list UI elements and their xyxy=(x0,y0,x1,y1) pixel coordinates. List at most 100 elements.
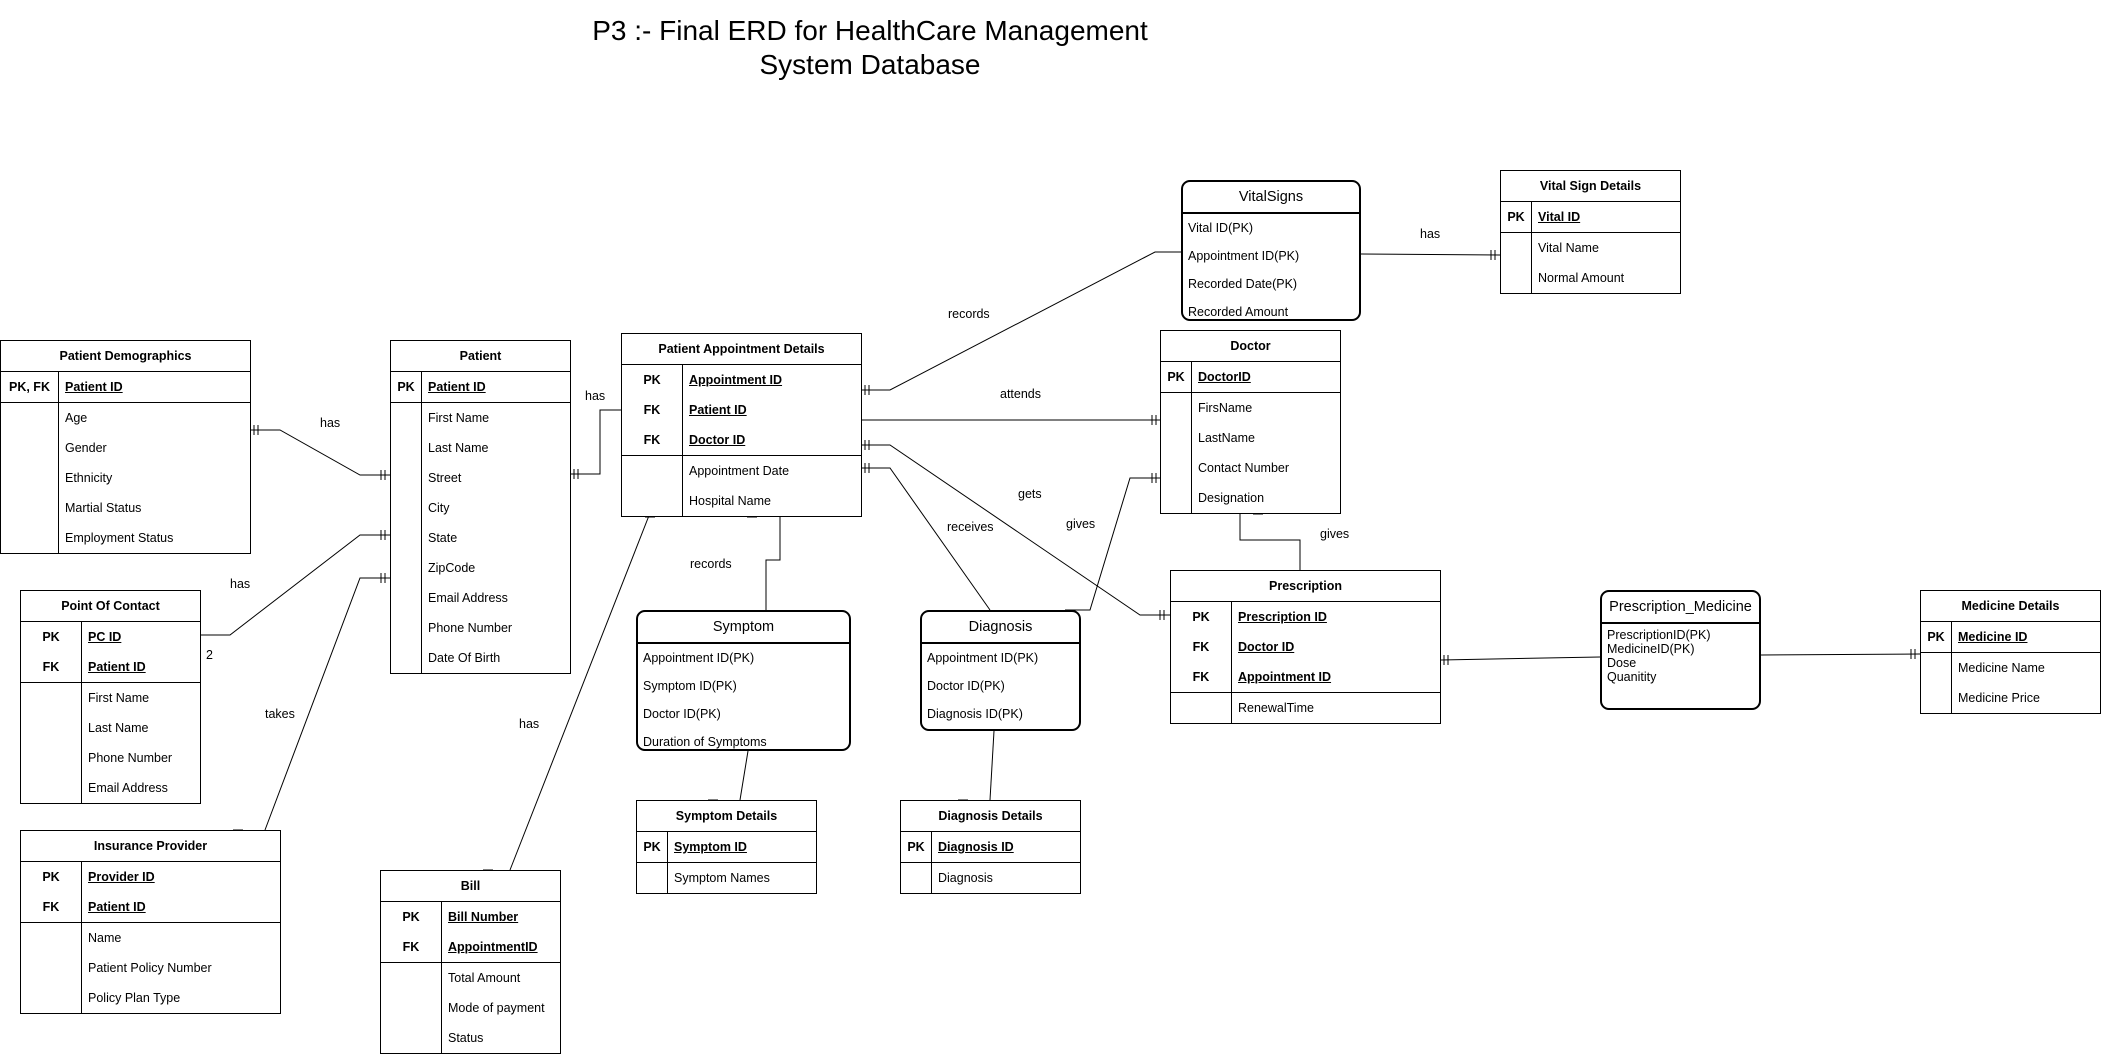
attribute-name: Name xyxy=(88,931,122,945)
attribute-row: Employment Status xyxy=(1,523,250,553)
attribute-name: State xyxy=(428,531,458,545)
attribute-row: City xyxy=(391,493,570,523)
attribute-name: Patient ID xyxy=(65,380,123,394)
entity-title: Medicine Details xyxy=(1921,591,2100,622)
attribute-name: Date Of Birth xyxy=(428,651,501,665)
attribute-row: Date Of Birth xyxy=(391,643,570,673)
link-appointment-prescription xyxy=(862,444,1170,616)
box-attribute: Quanitity xyxy=(1607,670,1657,684)
attribute-row: FirsName xyxy=(1161,393,1340,423)
key-type xyxy=(381,1023,442,1053)
box-attribute: Vital ID(PK) xyxy=(1188,221,1254,235)
link-vitalsigns-details xyxy=(1360,253,1501,256)
box-attribute: Doctor ID(PK) xyxy=(927,679,1005,693)
key-type xyxy=(1921,683,1952,713)
attribute-row: State xyxy=(391,523,570,553)
attribute-name: Medicine Name xyxy=(1958,661,2045,675)
attribute-name: Patient ID xyxy=(428,380,486,394)
key-type xyxy=(1,463,59,493)
key-type: PK, FK xyxy=(1,372,59,402)
label-bill-has: has xyxy=(519,717,540,731)
box-attribute: Recorded Date(PK) xyxy=(1188,277,1298,291)
attribute-name: City xyxy=(428,501,450,515)
attribute-name: Normal Amount xyxy=(1538,271,1625,285)
attribute-name: Age xyxy=(65,411,88,425)
link-insurance-patient xyxy=(264,577,390,831)
box-attribute: Appointment ID(PK) xyxy=(1188,249,1300,263)
attribute-row: Gender xyxy=(1,433,250,463)
link-doctor-prescription xyxy=(1239,510,1301,570)
cardinality-one-mark xyxy=(1151,415,1157,425)
attribute-row: Last Name xyxy=(391,433,570,463)
entity-title: Bill xyxy=(381,871,560,902)
key-type xyxy=(21,983,82,1013)
attribute-row: Email Address xyxy=(21,773,200,803)
key-type xyxy=(391,643,422,673)
entity-title: Diagnosis Details xyxy=(901,801,1080,832)
cardinality-one-mark xyxy=(253,425,259,435)
key-type xyxy=(1161,423,1192,453)
key-type xyxy=(1161,483,1192,513)
box-title: Diagnosis xyxy=(922,612,1079,644)
key-type: PK xyxy=(21,862,82,892)
cardinality-one-mark xyxy=(380,530,386,540)
attribute-name: Ethnicity xyxy=(65,471,113,485)
attribute-row: Name xyxy=(21,923,280,953)
box-attribute: Symptom ID(PK) xyxy=(643,679,737,693)
cardinality-one-mark xyxy=(380,470,386,480)
cardinality-one-mark xyxy=(864,463,870,473)
attribute-name: Medicine ID xyxy=(1958,630,2028,644)
key-type: PK xyxy=(1921,622,1952,652)
link-appointment-symptom xyxy=(765,513,781,610)
link-bill-appointment xyxy=(509,512,651,871)
label-contact-has: has xyxy=(230,577,251,591)
attribute-name: Appointment Date xyxy=(689,464,790,478)
title-line-2: System Database xyxy=(759,49,981,80)
entity-title: Point Of Contact xyxy=(21,591,200,622)
box-attribute: Dose xyxy=(1607,656,1637,670)
key-type xyxy=(391,493,422,523)
key-type xyxy=(1161,393,1192,423)
attribute-name: FirsName xyxy=(1198,401,1253,415)
key-type: PK xyxy=(637,832,668,862)
link-appointment-vitalsigns xyxy=(862,251,1181,391)
key-type xyxy=(901,863,932,893)
title-line-1: P3 :- Final ERD for HealthCare Managemen… xyxy=(592,15,1148,46)
attribute-row: Policy Plan Type xyxy=(21,983,280,1013)
attribute-row: Normal Amount xyxy=(1501,263,1680,293)
key-type xyxy=(381,963,442,993)
entity-title: Doctor xyxy=(1161,331,1340,362)
entity-title: Patient Demographics xyxy=(1,341,250,372)
key-type xyxy=(391,613,422,643)
label-gets: gets xyxy=(1018,487,1042,501)
box-attribute: PrescriptionID(PK) xyxy=(1607,628,1711,642)
box-title: Prescription_Medicine xyxy=(1602,592,1759,624)
attribute-row: Martial Status xyxy=(1,493,250,523)
attribute-name: PC ID xyxy=(88,630,122,644)
cardinality-one-mark xyxy=(1443,655,1449,665)
box-attribute: Diagnosis ID(PK) xyxy=(927,707,1023,721)
cardinality-one-mark xyxy=(1151,473,1157,483)
key-type xyxy=(1161,453,1192,483)
attribute-name: Last Name xyxy=(428,441,489,455)
attribute-row: Ethnicity xyxy=(1,463,250,493)
